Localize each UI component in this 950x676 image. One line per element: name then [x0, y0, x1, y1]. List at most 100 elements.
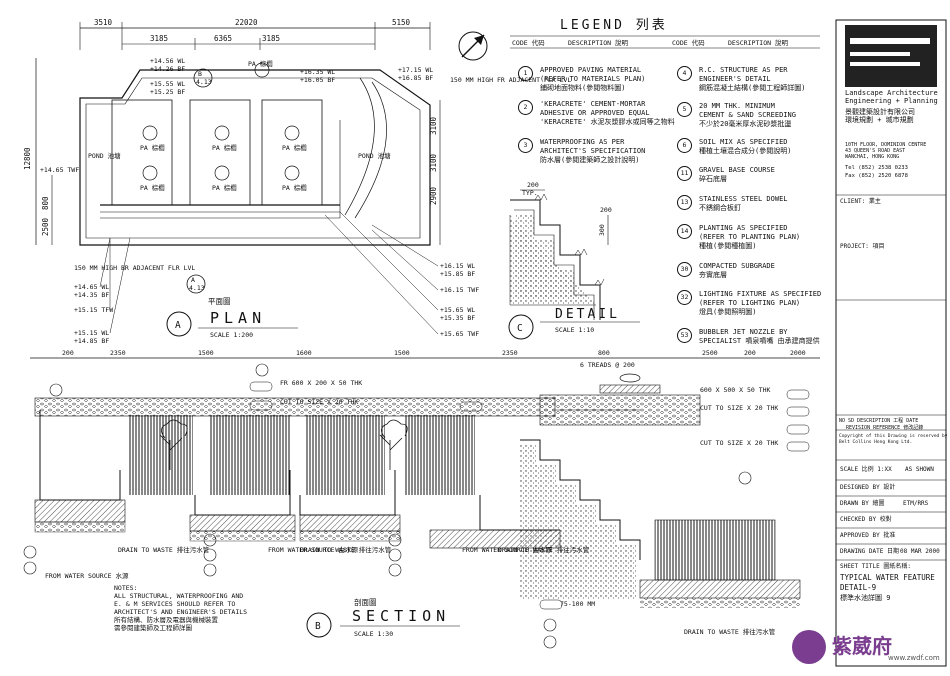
plan-dim-side-4: 3100	[429, 116, 438, 135]
detail-dim-4: 200	[600, 206, 612, 214]
plan-dim-top-3: 5150	[392, 18, 411, 27]
sheet-title-line1: TYPICAL WATER FEATURE	[840, 573, 935, 582]
pa-label-5: PA 棕櫚	[212, 183, 237, 192]
svg-text:A: A	[191, 276, 195, 284]
level-left-4: +15.25 BF	[150, 88, 185, 96]
approved-by-label: APPROVED BY 批准	[840, 532, 896, 539]
plan-dim-side-5: 3100	[429, 153, 438, 172]
section-dim-5: 1500	[394, 349, 410, 357]
section-title: SECTION	[352, 607, 450, 625]
drawing-date-label: DRAWING DATE 日期	[840, 548, 899, 555]
section-dim-3: 1500	[198, 349, 214, 357]
level-right-1: +16.35 WL	[300, 68, 335, 76]
company-tel: Tel (852) 2538 0233	[845, 165, 908, 171]
legend-col-desc-right: DESCRIPTION 說明	[728, 38, 788, 47]
plan-dim-top-1: 3510	[94, 18, 113, 27]
legend-header: LEGEND 列表 CODE 代码 DESCRIPTION 說明 CODE 代码…	[510, 18, 820, 49]
detail-dim-3: 300	[598, 224, 606, 236]
section-label-letter: B	[315, 621, 321, 632]
plan-dim-sub-3: 3185	[262, 34, 280, 43]
drawn-by-initials: ETM/RRS	[903, 500, 929, 507]
company-address: 10TH FLOOR, DOMINION CENTRE 43 QUEEN'S R…	[845, 142, 927, 160]
plan-dim-top-2: 22020	[235, 18, 258, 27]
drain-label-3: FROM WATER SOURCE 由水源	[268, 545, 358, 554]
pa-label-6: PA 棕櫚	[282, 183, 307, 192]
legend-col-desc-left: DESCRIPTION 說明	[568, 38, 628, 47]
level-left-8: +15.15 TFW	[74, 306, 113, 314]
section-tree-symbols	[159, 419, 408, 470]
palm-symbols	[142, 62, 300, 181]
section-gap: 75-100 MM	[560, 600, 595, 608]
plan-dim-sub-2: 6365	[214, 34, 232, 43]
plan-view: 3510 22020 5150 3185 6365 3185 12800 250…	[23, 18, 571, 345]
detail-dim-1: 200	[527, 181, 539, 189]
section-view: 200 2350 1500 1600 1500 2350 800 2500 20…	[23, 349, 820, 649]
section-callout-4: CUT TO SIZE X 20 THK	[700, 404, 778, 412]
pond-label-2: POND 池塘	[358, 151, 391, 160]
watermark-logo-icon	[792, 630, 826, 664]
scale-label: SCALE 比例 1:XX	[840, 466, 892, 473]
pa-label-3: PA 棕櫚	[282, 143, 307, 152]
drawing-date-value: 08 MAR 2000	[900, 548, 940, 555]
section-scale: SCALE 1:30	[354, 630, 393, 638]
drain-label-6: DRAIN TO WASTE 排往污水管	[498, 545, 590, 554]
level-left-9: +15.15 WL	[74, 329, 109, 337]
scale-value: AS SHOWN	[905, 466, 934, 473]
plan-note-1: 150 MM HIGH FR ADJACENT FLR LVL	[450, 76, 571, 84]
north-arrow-icon	[458, 31, 488, 61]
designed-by-label: DESIGNED BY 設計	[840, 484, 896, 491]
legend-title: LEGEND 列表	[560, 18, 668, 33]
pa-label-1: PA 棕櫚	[140, 143, 165, 152]
pond-label-1: POND 池塘	[88, 151, 121, 160]
plan-label-letter: A	[175, 320, 181, 331]
level-left-1: +14.56 WL	[150, 57, 185, 65]
company-fax: Fax (852) 2520 6878	[845, 173, 908, 179]
plan-scale: SCALE 1:200	[210, 331, 253, 339]
section-callout-1: FR 600 X 200 X 50 THK	[280, 379, 362, 387]
svg-text:B: B	[198, 70, 202, 78]
copyright-note: Copyright of this Drawing is reserved by…	[839, 434, 948, 445]
sheet-title-label: SHEET TITLE 圖紙名稱:	[840, 563, 911, 570]
revision-header: NO SD DESCRIPTION 工程 DATE	[839, 418, 919, 424]
company-logo-icon	[850, 38, 930, 66]
svg-text:4.13: 4.13	[196, 78, 212, 86]
plan-note-2: 150 MM HIGH BR ADJACENT FLR LVL	[74, 264, 195, 272]
section-callout-2: CUT TO SIZE X 20 THK	[280, 398, 358, 406]
drain-label-4: DRAIN TO WASTE 排往污水管	[300, 545, 392, 554]
detail-title: DETAIL	[555, 307, 620, 322]
drain-label-1: DRAIN TO WASTE 排往污水管	[118, 545, 210, 554]
drain-label-7: DRAIN TO WASTE 排往污水管	[684, 627, 776, 636]
level-left-6: +14.65 WL	[74, 283, 109, 291]
plan-dim-side-6: 2900	[429, 186, 438, 205]
detail-dim-2: TYP.	[522, 189, 538, 197]
level-right-3: +17.15 WL	[398, 66, 433, 74]
section-title-cn: 剖面圖	[354, 597, 377, 607]
section-dim-7: 800	[598, 349, 610, 357]
revision-reference: REVISION REFERENCE 修改記錄	[846, 425, 924, 431]
plan-dim-sub-1: 3185	[150, 34, 168, 43]
drain-label-2: FROM WATER SOURCE 水源	[45, 571, 129, 580]
section-dim-8: 2500	[702, 349, 718, 357]
svg-text:4.13: 4.13	[189, 284, 205, 292]
level-left-10: +14.85 BF	[74, 337, 109, 345]
pa-label-4: PA 棕櫚	[140, 183, 165, 192]
level-right-4: +16.85 BF	[398, 74, 433, 82]
watermark-text: 紫葳府	[832, 634, 892, 658]
plan-title: PLAN	[210, 309, 266, 327]
pa-label-7: PA 棕櫚	[248, 59, 273, 68]
section-dim-2: 2350	[110, 349, 126, 357]
section-treads: 6 TREADS @ 200	[580, 361, 635, 369]
level-right-7: +16.15 TWF	[440, 286, 479, 294]
section-callout-5: CUT TO SIZE X 20 THK	[700, 439, 778, 447]
company-name-cn: 景觀建築設計有限公司 環境規劃 + 城市規劃	[845, 108, 915, 124]
detail-view: 200 TYP. 300 200 C DETAIL SCALE 1:10	[508, 181, 640, 340]
plan-dim-side-1: 12800	[23, 147, 32, 170]
project-label: PROJECT: 項目	[840, 243, 885, 250]
level-right-9: +15.35 BF	[440, 314, 475, 322]
checked-by-label: CHECKED BY 校對	[840, 516, 892, 523]
legend-col-code-right: CODE 代码	[672, 38, 705, 47]
drawn-by-label: DRAWN BY 繪圖	[840, 500, 885, 507]
watermark-url: www.zwdf.com	[888, 654, 940, 662]
